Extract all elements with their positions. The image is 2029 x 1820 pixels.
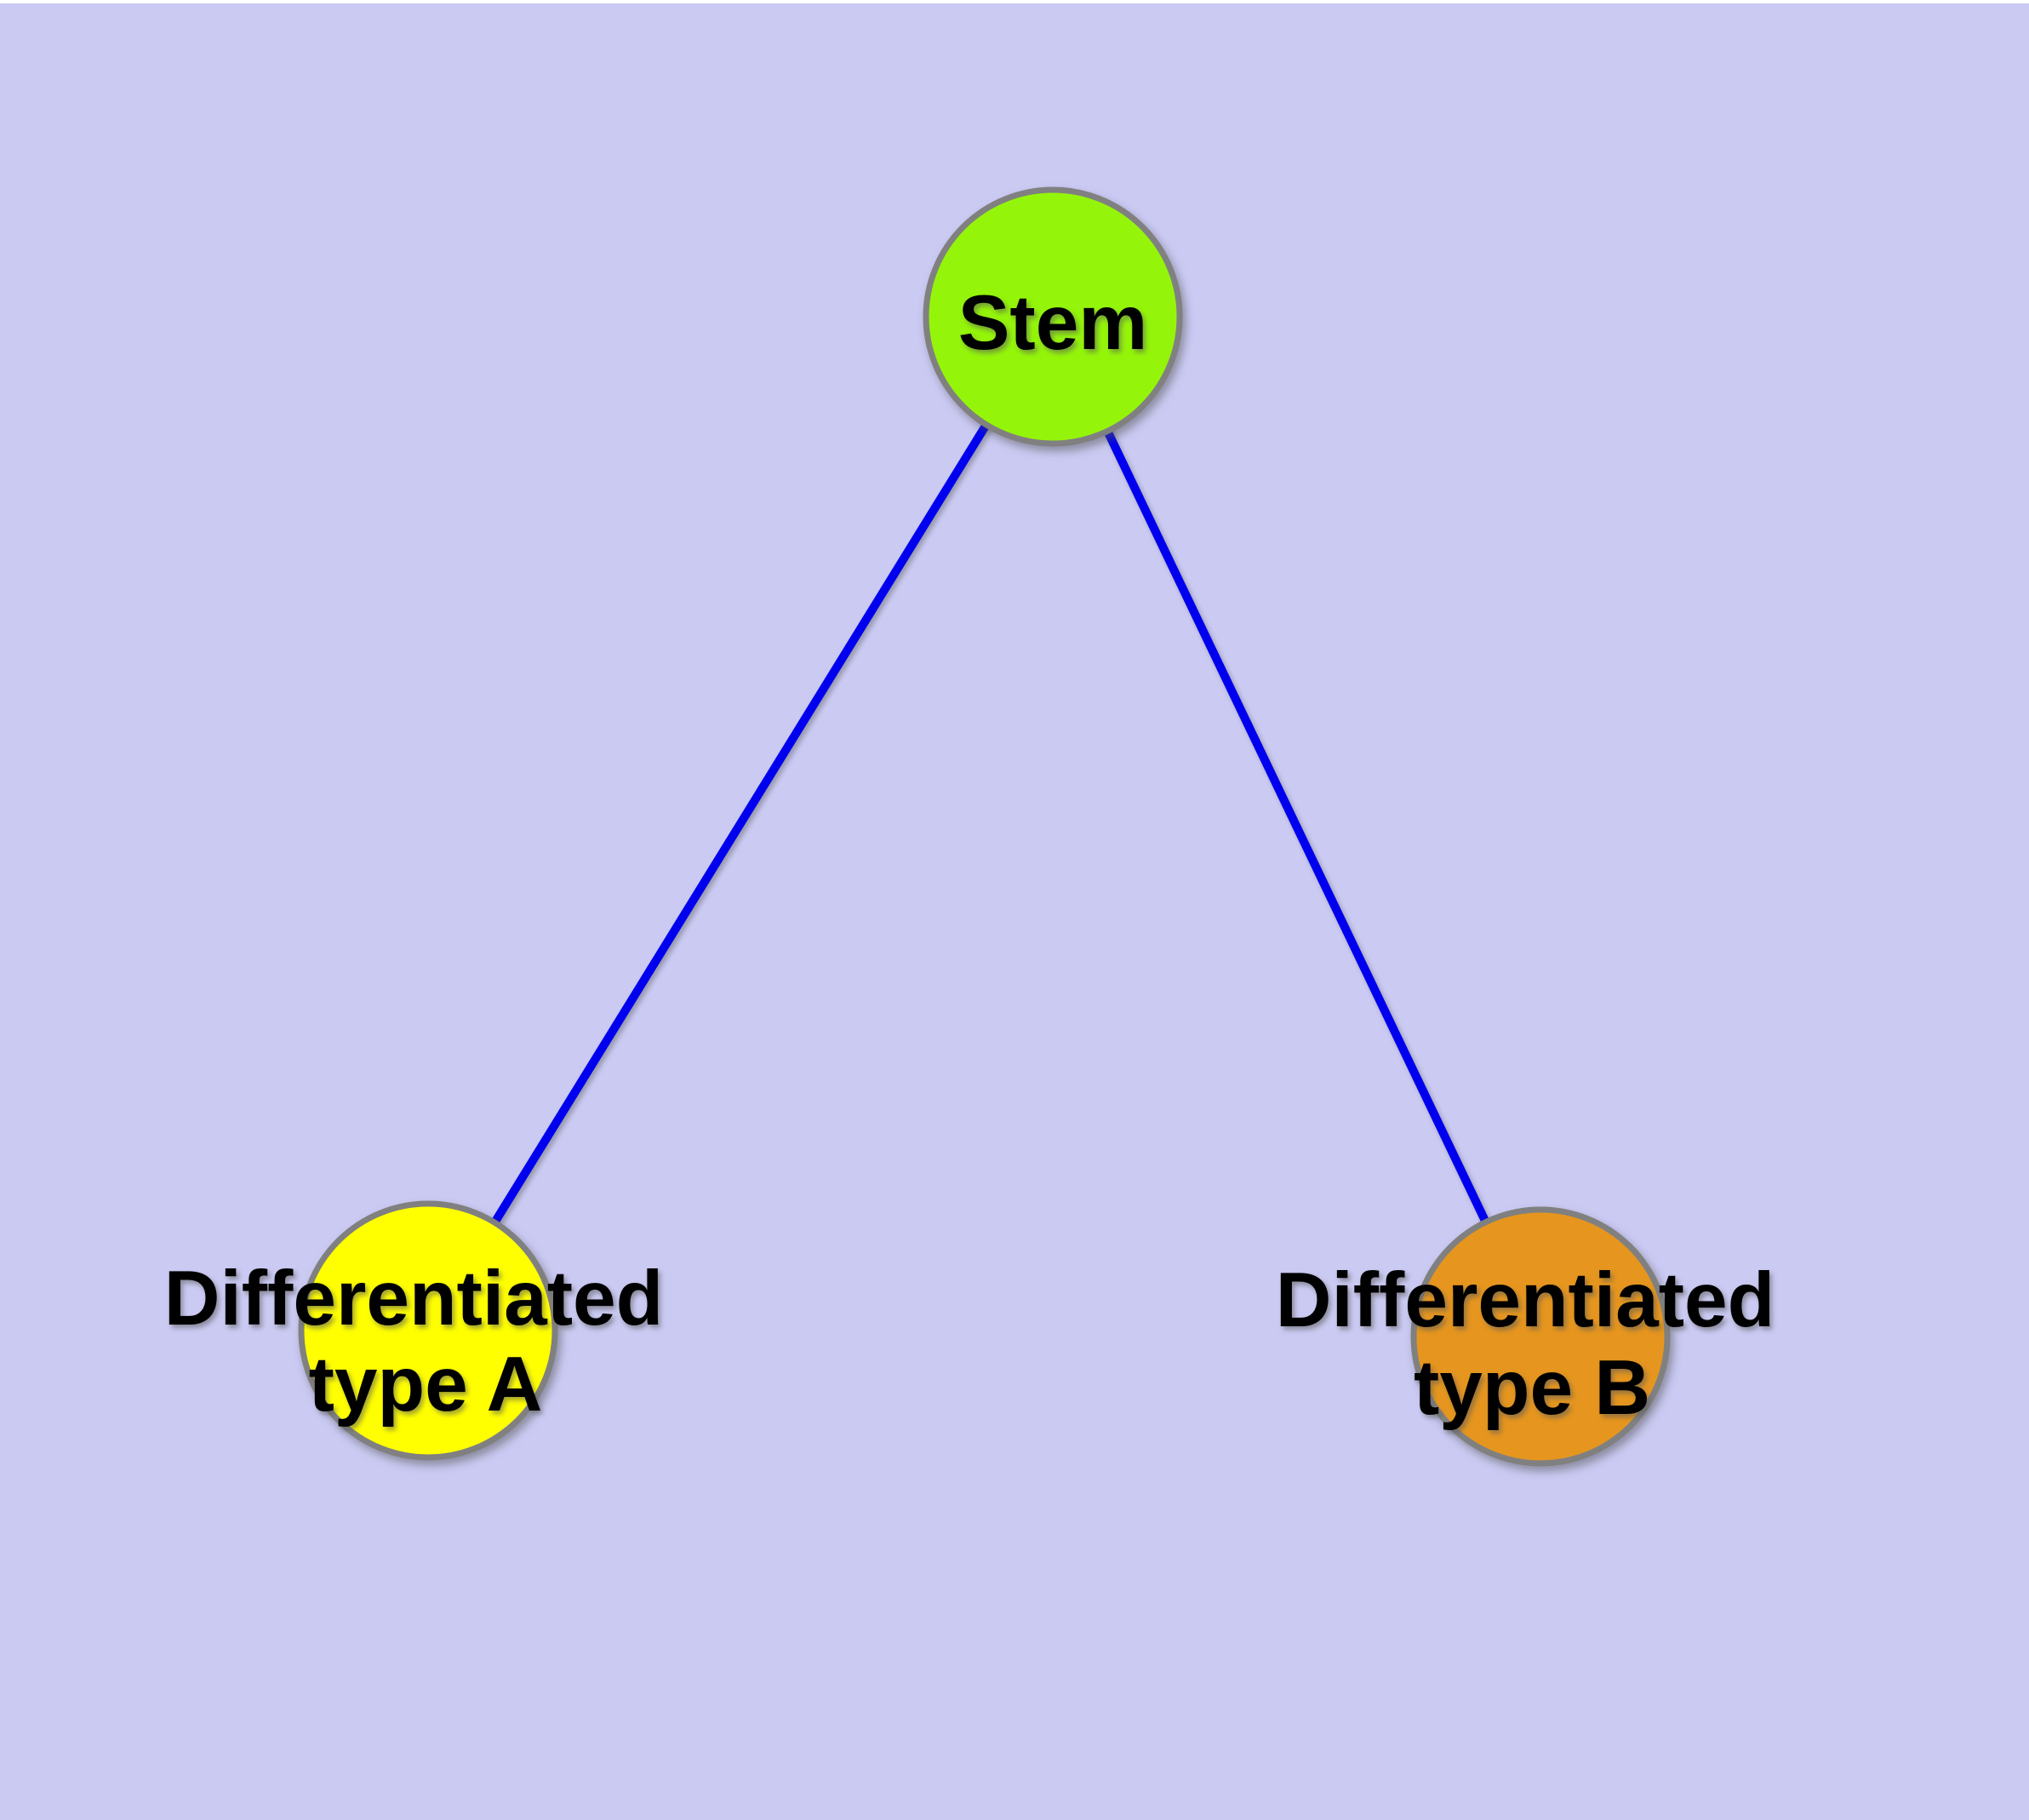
node-type-a-label-line2: type A	[309, 1342, 543, 1428]
node-stem: Stem	[923, 186, 1183, 447]
node-type-b-circle	[1410, 1206, 1671, 1467]
node-differentiated-type-a: Differentiated type A	[164, 1200, 664, 1461]
edges	[424, 314, 1545, 1339]
node-type-b-label-line2: type B	[1414, 1345, 1650, 1431]
edge-stem-to-type-a	[424, 314, 1057, 1333]
node-type-a-circle	[298, 1200, 558, 1461]
node-stem-circle	[923, 186, 1183, 447]
node-type-b-label-line1: Differentiated	[1276, 1257, 1775, 1343]
edge-stem-to-type-b	[1049, 314, 1545, 1339]
node-type-a-label-line1: Differentiated	[164, 1256, 664, 1342]
node-differentiated-type-b: Differentiated type B	[1276, 1206, 1775, 1467]
node-stem-label: Stem	[958, 280, 1148, 366]
